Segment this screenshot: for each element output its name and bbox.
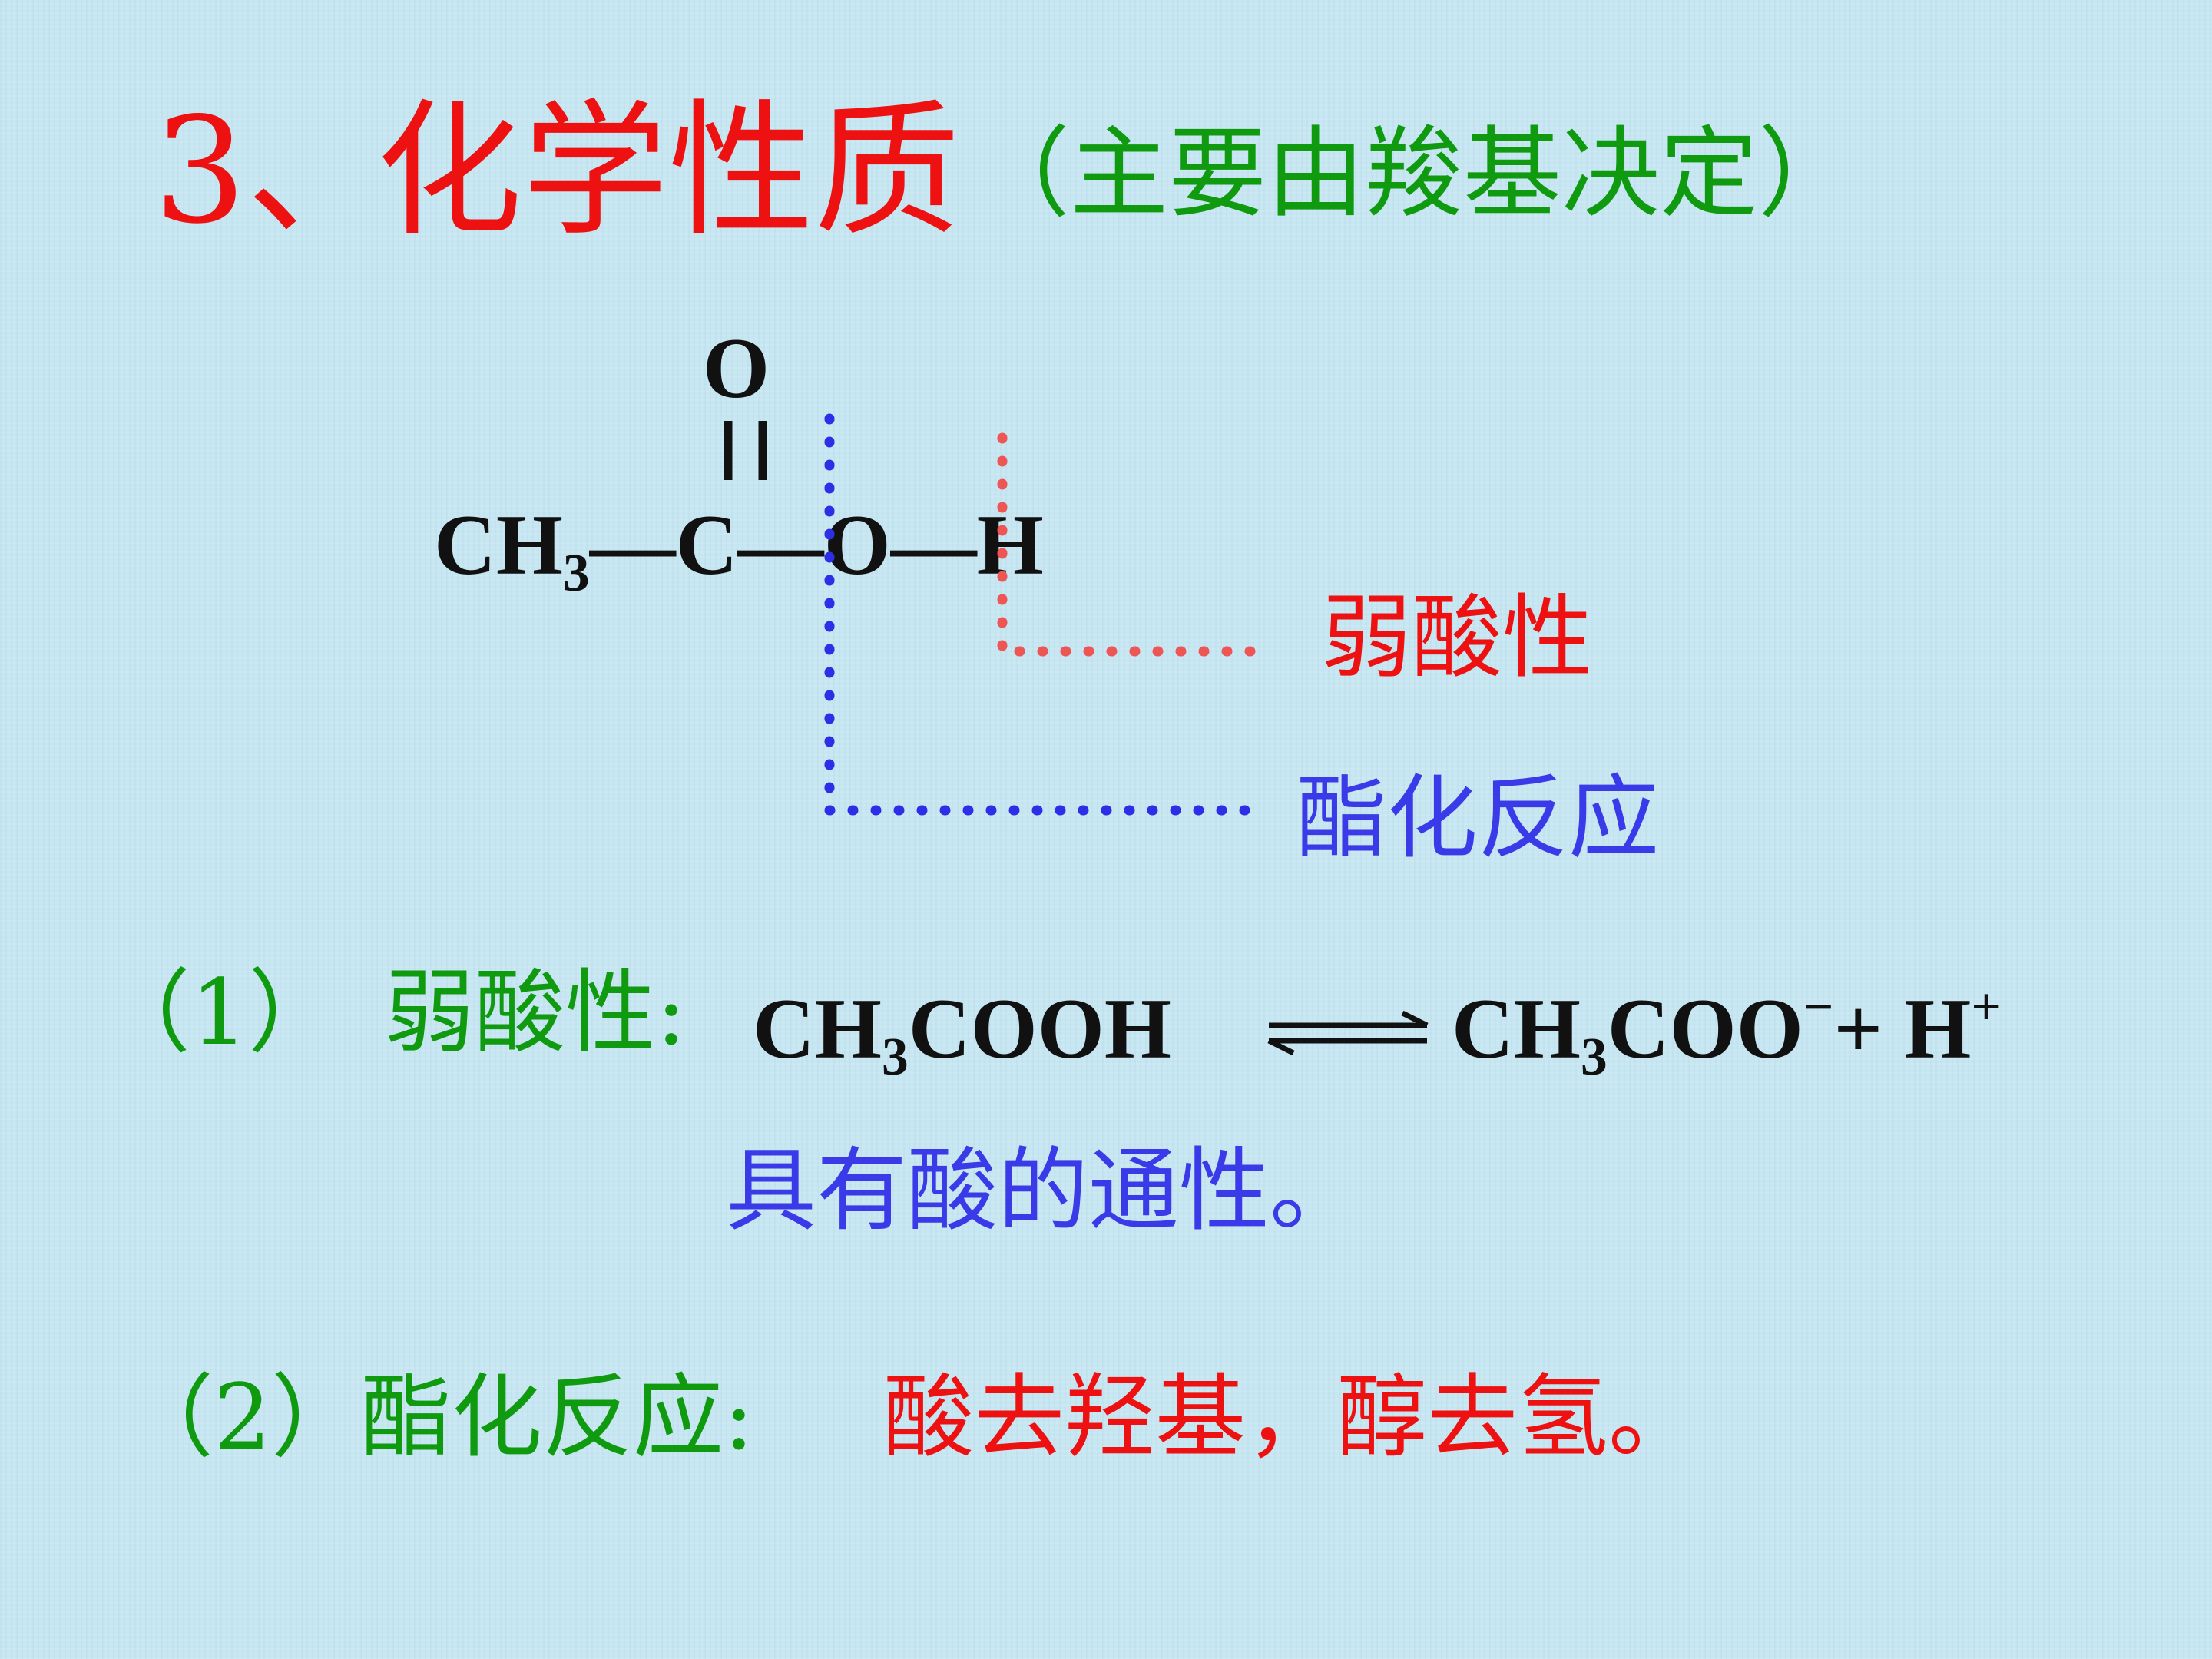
acetic-acid-structure: CH3—C—O—H <box>434 495 1044 604</box>
bond-c-o: — <box>737 498 824 593</box>
esterification-cleavage-line <box>824 413 1253 816</box>
ionization-reactant: CH3COOH <box>753 982 1171 1088</box>
equilibrium-arrow-icon <box>1267 1010 1429 1056</box>
title-subtitle: （主要由羧基决定） <box>972 117 1857 231</box>
bond-ch3-c: — <box>589 498 676 593</box>
carbonyl-oxygen: O <box>703 321 770 416</box>
item2-rule: 酸去羟基，醇去氢。 <box>883 1364 1700 1470</box>
item2-label: 酯化反应: <box>361 1364 754 1470</box>
carbon-atom: C <box>675 498 738 593</box>
bond-o-h: — <box>890 498 977 593</box>
methyl-group: CH3 <box>434 498 590 604</box>
item1-note: 具有酸的通性。 <box>726 1137 1361 1243</box>
page-title: 化学性质 <box>376 86 961 256</box>
label-esterification: 酯化反应 <box>1296 765 1660 871</box>
item1-label: 弱酸性: <box>384 959 687 1065</box>
hydroxyl-oxygen: O <box>823 498 891 593</box>
title-number: 3、 <box>154 86 392 256</box>
label-weak-acidity: 弱酸性 <box>1321 584 1594 690</box>
hydrogen-atom: H <box>976 498 1044 593</box>
item2-number: （2） <box>123 1364 363 1470</box>
item1-number: （1） <box>100 959 339 1065</box>
ionization-products: CH3COO−+ H+ <box>1452 977 2002 1088</box>
